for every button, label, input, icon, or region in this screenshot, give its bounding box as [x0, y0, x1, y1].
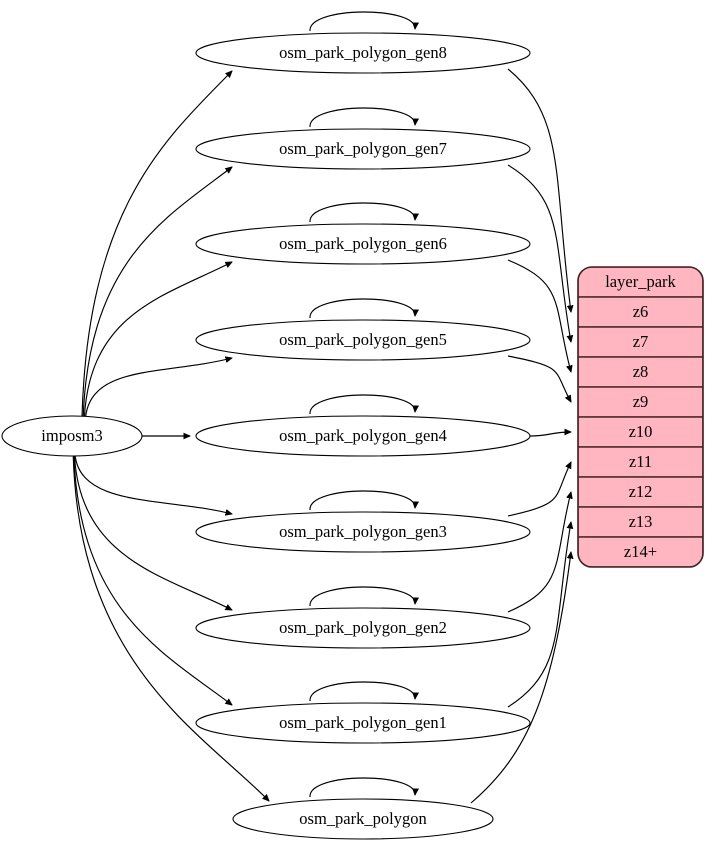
source-node-ellipse[interactable]	[1, 415, 143, 457]
source-node-label: imposm3	[41, 426, 102, 445]
node-osm_park_polygon_gen4[interactable]: osm_park_polygon_gen4	[195, 415, 531, 457]
node-label: osm_park_polygon_gen4	[279, 426, 447, 445]
node-osm_park_polygon[interactable]: osm_park_polygon	[232, 798, 494, 840]
self-loop-edge	[309, 490, 415, 511]
edge-imposm3-to-osm_park_polygon_gen2	[73, 454, 232, 611]
table-row-label: z7	[633, 332, 649, 351]
edge-osm_park_polygon_gen6-to-z8	[507, 259, 571, 372]
self-loop-edge	[309, 298, 415, 319]
table-row-label: z8	[633, 362, 649, 381]
edge-imposm3-to-osm_park_polygon_gen7	[82, 167, 232, 418]
self-loop-edge	[309, 11, 415, 32]
node-osm_park_polygon_gen3[interactable]: osm_park_polygon_gen3	[195, 511, 531, 553]
table-row-label: z14+	[624, 542, 657, 561]
table-row-z9[interactable]	[578, 386, 703, 418]
table-row-label: z11	[629, 452, 652, 471]
self-loop-edge	[309, 394, 415, 415]
node-ellipse	[195, 607, 531, 649]
layer-park-table: layer_park z6 z7 z8 z9 z10 z11 z12 z13 z14+	[577, 266, 704, 568]
edge-osm_park_polygon_gen1-to-z13	[507, 522, 571, 708]
node-osm_park_polygon_gen5[interactable]: osm_park_polygon_gen5	[195, 319, 531, 361]
edge-imposm3-to-osm_park_polygon	[72, 454, 269, 801]
node-ellipse	[195, 128, 531, 170]
self-loop-edge	[309, 586, 415, 607]
table-row-label: z6	[633, 302, 649, 321]
node-label: osm_park_polygon	[299, 809, 426, 828]
edge-imposm3-to-osm_park_polygon_gen8	[81, 71, 232, 418]
node-ellipse	[195, 319, 531, 361]
table-row-z7[interactable]	[578, 326, 703, 358]
table-row-z11[interactable]	[578, 446, 703, 478]
table-row-label: z10	[629, 422, 653, 441]
table-row-z13[interactable]	[578, 506, 703, 538]
edge-imposm3-to-osm_park_polygon_gen3	[74, 454, 232, 514]
edge-osm_park_polygon_gen3-to-z11	[507, 462, 572, 517]
edge-imposm3-to-osm_park_polygon_gen1	[73, 454, 232, 705]
ellipse-nodes: osm_park_polygon_gen8 osm_park_polygon_ge…	[195, 32, 531, 840]
source-node-group: imposm3	[1, 415, 143, 457]
node-osm_park_polygon_gen7[interactable]: osm_park_polygon_gen7	[195, 128, 531, 170]
node-label: osm_park_polygon_gen7	[279, 139, 447, 158]
table-outline	[577, 266, 704, 568]
edges-from-source	[72, 71, 269, 801]
node-ellipse	[195, 511, 531, 553]
node-label: osm_park_polygon_gen2	[279, 618, 447, 637]
node-ellipse	[195, 415, 531, 457]
node-label: osm_park_polygon_gen3	[279, 522, 447, 541]
table-row-z12[interactable]	[578, 476, 703, 508]
edge-osm_park_polygon_gen5-to-z9	[507, 355, 571, 402]
edge-imposm3-to-osm_park_polygon_gen6	[83, 261, 232, 418]
node-label: osm_park_polygon_gen5	[279, 330, 447, 349]
edge-osm_park_polygon_gen7-to-z7	[507, 164, 571, 342]
edge-osm_park_polygon_gen2-to-z12	[507, 492, 571, 613]
node-osm_park_polygon_gen1[interactable]: osm_park_polygon_gen1	[195, 702, 531, 744]
table-row-label: z9	[633, 392, 649, 411]
edges-to-table	[470, 68, 572, 804]
table-row-z10[interactable]	[578, 416, 703, 448]
self-loop-edge	[309, 202, 415, 223]
table-header-label: layer_park	[605, 272, 676, 291]
node-ellipse	[195, 223, 531, 265]
node-osm_park_polygon_gen8[interactable]: osm_park_polygon_gen8	[195, 32, 531, 74]
edge-osm_park_polygon_gen4-to-z10	[529, 432, 571, 437]
node-osm_park_polygon_gen2[interactable]: osm_park_polygon_gen2	[195, 607, 531, 649]
edge-imposm3-to-osm_park_polygon_gen5	[85, 358, 232, 418]
node-osm_park_polygon_gen6[interactable]: osm_park_polygon_gen6	[195, 223, 531, 265]
node-label: osm_park_polygon_gen6	[279, 234, 447, 253]
self-loop-edge	[309, 777, 415, 798]
table-row-label: z13	[629, 512, 653, 531]
edge-osm_park_polygon-to-z14plus	[470, 552, 571, 804]
node-label: osm_park_polygon_gen8	[279, 43, 447, 62]
self-loop-edges	[309, 11, 415, 798]
edge-osm_park_polygon_gen8-to-z6	[507, 68, 571, 312]
node-ellipse	[232, 798, 494, 840]
node-ellipse	[195, 702, 531, 744]
node-ellipse	[195, 32, 531, 74]
self-loop-edge	[309, 107, 415, 128]
self-loop-edge	[309, 681, 415, 702]
table-row-z14plus[interactable]	[578, 536, 703, 567]
node-label: osm_park_polygon_gen1	[279, 713, 447, 732]
table-row-label: z12	[629, 482, 653, 501]
